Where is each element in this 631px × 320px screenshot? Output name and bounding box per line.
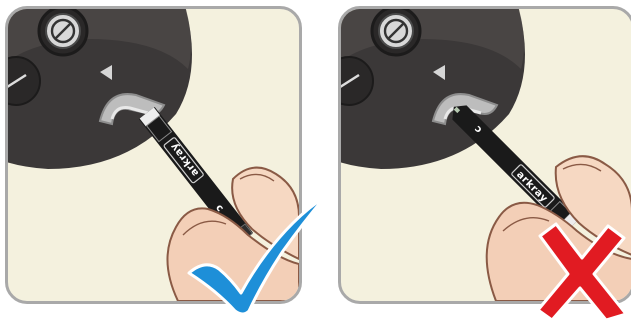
power-button-icon — [372, 9, 420, 55]
power-button-icon — [39, 9, 87, 55]
check-mark-icon — [183, 193, 328, 317]
cross-mark-icon — [538, 222, 628, 320]
